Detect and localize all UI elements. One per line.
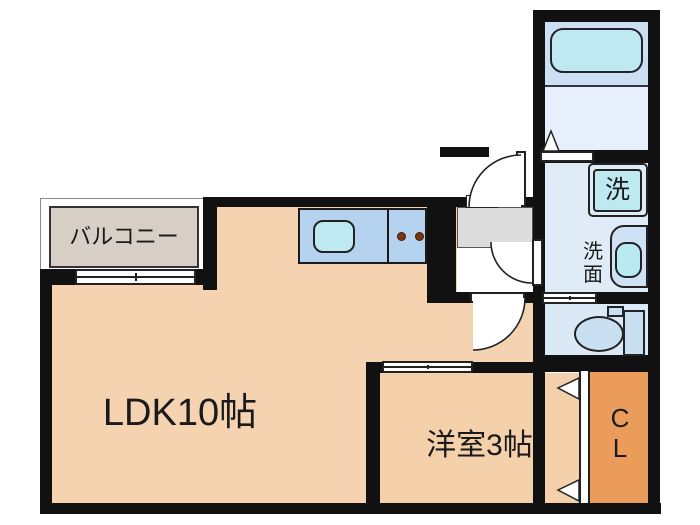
washroom-label-line: 洗 <box>583 241 603 263</box>
washing-machine-pan <box>588 163 648 217</box>
washroom-label: 洗 面 <box>581 241 605 287</box>
window-tick <box>134 273 137 281</box>
vanity-sink-bowl <box>615 242 642 278</box>
wall <box>203 197 456 207</box>
genkan-entry-floor <box>457 207 533 248</box>
western-room <box>380 373 579 503</box>
counter-divider <box>387 210 389 262</box>
closet-label-line: C <box>610 403 630 433</box>
front-door-leaf <box>516 151 526 207</box>
closet-folding-door <box>579 371 590 503</box>
laundry-label: 洗 <box>604 176 630 204</box>
wall <box>440 147 489 157</box>
ldk-label: LDK10帖 <box>102 392 258 434</box>
wall <box>203 197 217 290</box>
washroom-door-leaf <box>532 239 543 286</box>
wall <box>427 197 456 303</box>
toilet-button <box>607 306 624 317</box>
hallway-floor <box>457 248 533 292</box>
wall <box>366 362 380 514</box>
closet-room <box>590 371 648 503</box>
kitchen-sink <box>313 220 355 253</box>
wall <box>533 355 660 372</box>
balcony <box>49 206 199 268</box>
wall <box>40 269 52 514</box>
genkan-step <box>466 195 498 208</box>
toilet-sliding-door <box>542 292 597 304</box>
bath-door-threshold <box>540 151 594 162</box>
bathtub <box>550 28 643 73</box>
ldk-door-leaf <box>470 292 525 303</box>
wall <box>40 503 661 514</box>
wall <box>533 10 660 22</box>
balcony-window <box>75 269 196 285</box>
western-room-label: 洋室3帖 <box>426 429 533 462</box>
closet-label: C L <box>592 403 648 463</box>
washroom-label-line: 面 <box>583 264 603 286</box>
toilet-bowl <box>574 316 624 352</box>
window-tick <box>568 296 571 300</box>
window-tick <box>426 365 429 369</box>
closet-label-line: L <box>612 433 628 463</box>
wall <box>648 10 660 514</box>
balcony-label: バルコニー <box>69 224 179 249</box>
western-room-sliding-door <box>382 361 473 373</box>
stove-burner <box>415 232 424 241</box>
toilet-tank <box>623 310 645 356</box>
bathroom-floor <box>545 85 648 151</box>
stove-burner <box>397 232 406 241</box>
washing-machine <box>593 169 642 212</box>
